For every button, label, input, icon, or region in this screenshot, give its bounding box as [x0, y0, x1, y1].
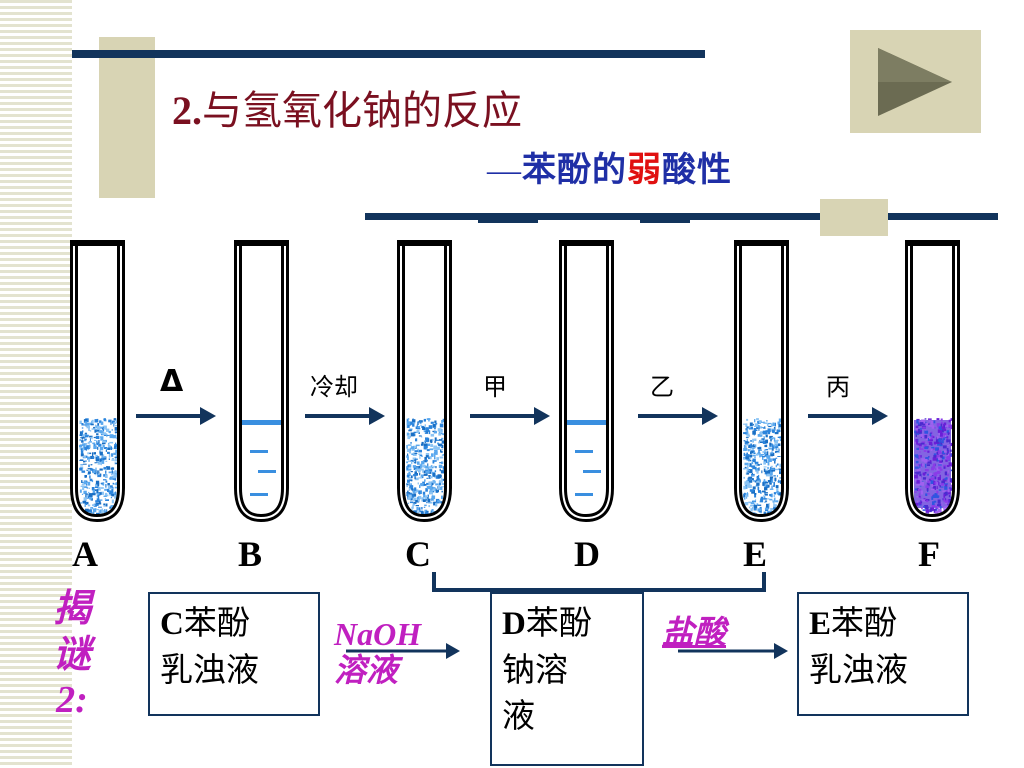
subtitle-part1: 苯酚的	[522, 150, 627, 190]
arrow-label-bing: 丙	[826, 373, 850, 401]
arrow-right-icon	[470, 407, 550, 425]
tube-label-c: C	[405, 534, 431, 574]
title-accent-block	[99, 37, 155, 198]
tube-label-e: E	[743, 534, 768, 574]
box-c-phenol-emulsion: C苯酚 乳浊液	[148, 592, 320, 716]
box-d-line3: 液	[502, 696, 535, 735]
title-text: 与氢氧化钠的反应	[202, 88, 522, 134]
test-tube-f	[905, 238, 960, 522]
test-tube-d	[559, 238, 614, 522]
reveal-line2: 谜	[52, 631, 91, 676]
subtitle-rule-segment	[640, 219, 690, 223]
test-tube-c	[397, 238, 452, 522]
play-button[interactable]	[850, 30, 981, 133]
box-d-line1: 苯酚	[525, 603, 592, 642]
test-tube-icon	[559, 240, 614, 522]
test-tube-icon	[234, 240, 289, 522]
play-icon	[878, 48, 952, 116]
arrow-right-icon	[678, 643, 788, 659]
test-tube-icon	[397, 240, 452, 522]
tube-label-d: D	[574, 534, 600, 574]
arrow-right-icon	[305, 407, 385, 425]
test-tube-a	[70, 238, 125, 522]
box-e-line1: 苯酚	[831, 603, 898, 642]
arrow-label-yi: 乙	[650, 373, 674, 401]
box-d-letter: D	[502, 606, 526, 642]
reveal-label: 揭 谜 2:	[42, 585, 102, 723]
box-d-sodium-phenoxide: D苯酚 钠溶 液	[490, 592, 644, 766]
title-number: 2.	[172, 88, 202, 133]
reagent-naoh: NaOH 溶液	[334, 616, 421, 688]
slide-left-border	[0, 0, 72, 768]
arrow-label-jia: 甲	[483, 373, 507, 401]
reagent-hcl: 盐酸	[662, 614, 726, 650]
subtitle-part2: 酸性	[662, 150, 732, 190]
title-rule-top	[72, 50, 705, 58]
reagent-naoh-line1: NaOH	[334, 616, 422, 652]
arrow-right-icon	[808, 407, 888, 425]
box-d-line2: 钠溶	[502, 650, 568, 689]
test-tube-e	[734, 238, 789, 522]
arrow-label-heat: Δ	[160, 364, 184, 399]
tube-label-f: F	[918, 534, 940, 574]
arrow-label-cool: 冷却	[310, 373, 358, 401]
box-c-line1: 苯酚	[183, 603, 250, 642]
box-c-line2: 乳浊液	[160, 650, 259, 689]
arrow-right-icon	[638, 407, 718, 425]
box-e-phenol-emulsion: E苯酚 乳浊液	[797, 592, 969, 716]
test-tube-icon	[905, 240, 960, 522]
reagent-naoh-line2: 溶液	[334, 651, 399, 689]
subtitle-rule	[365, 213, 998, 220]
box-c-letter: C	[160, 606, 184, 642]
slide-title: 2.与氢氧化钠的反应	[172, 78, 522, 136]
subtitle-emphasis: 弱	[627, 150, 662, 190]
box-e-letter: E	[809, 606, 832, 642]
subtitle-rule-segment	[478, 219, 538, 223]
test-tube-b	[234, 238, 289, 522]
subtitle-dash: —	[487, 152, 522, 189]
reveal-line3: 2:	[56, 679, 88, 721]
tube-label-b: B	[238, 534, 263, 574]
reagent-hcl-line1: 盐酸	[662, 613, 727, 651]
slide-subtitle: —苯酚的弱酸性	[487, 142, 732, 191]
subtitle-accent-block	[820, 199, 888, 236]
box-e-line2: 乳浊液	[809, 650, 908, 689]
reveal-line1: 揭	[52, 585, 91, 630]
test-tube-icon	[734, 240, 789, 522]
tube-label-a: A	[72, 534, 98, 574]
arrow-right-icon	[346, 643, 460, 659]
arrow-right-icon	[136, 407, 216, 425]
test-tube-icon	[70, 240, 125, 522]
